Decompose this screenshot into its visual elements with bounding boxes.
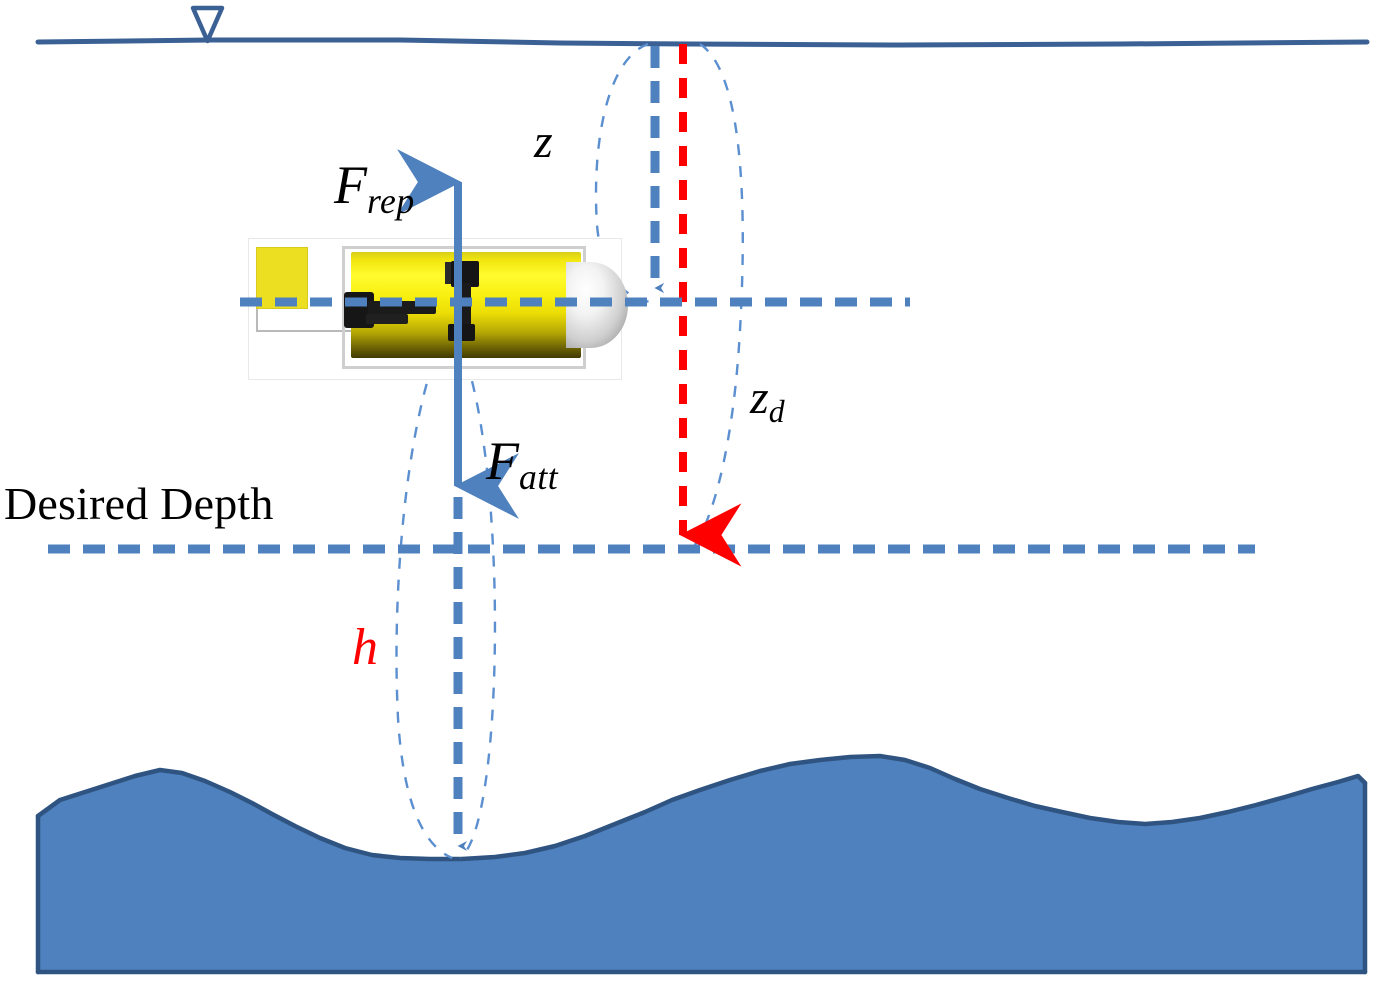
water-surface-group xyxy=(35,5,1370,48)
label-z: z xyxy=(534,118,553,166)
auv-sensor-tick xyxy=(445,262,452,284)
label-z-base: z xyxy=(534,115,553,168)
label-f-att-sub: att xyxy=(519,456,559,497)
label-h-base: h xyxy=(352,619,378,676)
auv-probe-tip xyxy=(366,314,408,324)
seabed-fill xyxy=(38,756,1365,972)
field-curve-lower-left xyxy=(395,362,453,860)
auv-tail-boom xyxy=(256,306,356,332)
seabed-outline xyxy=(35,753,1368,862)
water-surface-line xyxy=(35,37,1370,48)
label-f-att: Fatt xyxy=(486,434,558,496)
water-level-triangle-icon xyxy=(190,5,225,44)
auv-sensor-base xyxy=(448,324,475,341)
auv-tail-fin xyxy=(256,247,308,309)
label-f-rep-base: F xyxy=(334,155,367,215)
label-z-d-base: z xyxy=(750,371,769,424)
potential-field-curves xyxy=(395,42,744,860)
autonomous-underwater-vehicle xyxy=(248,238,628,380)
label-f-att-base: F xyxy=(486,431,519,491)
label-z-d: zd xyxy=(750,374,785,428)
seabed-terrain xyxy=(35,753,1368,975)
label-h: h xyxy=(352,622,378,674)
label-f-rep-sub: rep xyxy=(367,180,415,221)
label-desired-depth: Desired Depth xyxy=(4,478,274,529)
auv-probe-arm xyxy=(368,301,436,314)
label-f-rep: Frep xyxy=(334,158,415,220)
label-z-d-sub: d xyxy=(768,393,786,429)
field-curve-upper-right xyxy=(691,42,744,550)
field-curve-lower-right xyxy=(459,359,497,859)
